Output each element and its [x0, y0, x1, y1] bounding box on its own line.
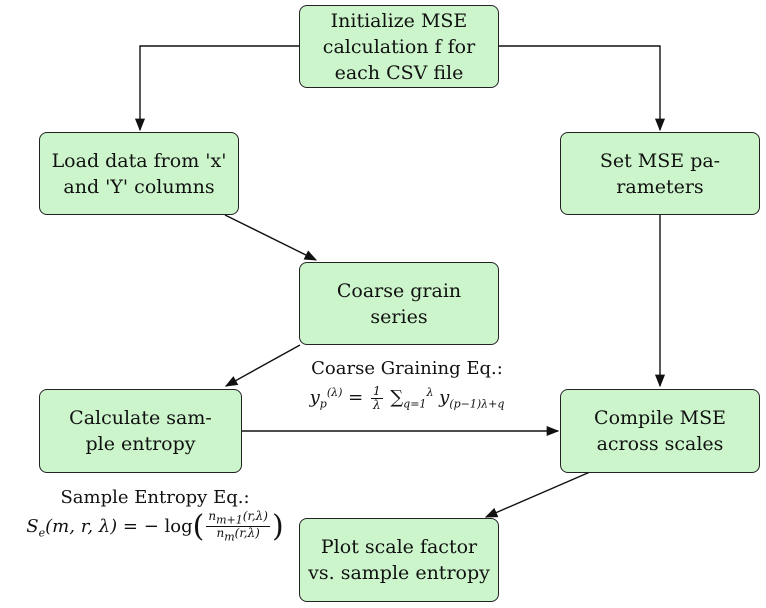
edge-init-load [134, 45, 299, 132]
node-line: vs. sample entropy [308, 562, 490, 584]
node-line: across scales [596, 433, 724, 455]
sample-entropy-annotation: Sample Entropy Eq.: Se(m, r, λ) = − log(… [20, 486, 290, 545]
node-coarse-grain: Coarse grain series [299, 262, 499, 345]
edge-load-coarse [224, 214, 318, 261]
node-sample-entropy: Calculate sam- ple entropy [39, 389, 242, 473]
node-line: each CSV file [334, 61, 464, 84]
node-line: Set MSE pa- [599, 149, 721, 172]
edge-coarse-sampen [224, 344, 301, 387]
sample-entropy-formula: Se(m, r, λ) = − log(nm+1(r,λ)nm(r,λ)) [26, 508, 284, 544]
node-line: and 'Y' columns [63, 175, 215, 198]
node-line: Load data from 'x' [51, 149, 227, 172]
edge-init-params [499, 45, 666, 132]
node-line: Initialize MSE [330, 9, 468, 32]
node-plot-scale: Plot scale factor vs. sample entropy [299, 518, 499, 602]
node-compile-mse: Compile MSE across scales [560, 389, 760, 473]
edge-compile-plot [484, 471, 591, 518]
node-line: calculation f for [322, 35, 476, 58]
node-initialize-mse: Initialize MSE calculation f for each CS… [299, 5, 499, 88]
node-line: ple entropy [85, 433, 196, 455]
node-line: rameters [616, 175, 704, 198]
node-line: Plot scale factor [320, 536, 478, 558]
node-load-data: Load data from 'x' and 'Y' columns [39, 132, 239, 215]
node-line: Calculate sam- [69, 407, 212, 429]
coarse-graining-label: Coarse Graining Eq.: [311, 358, 503, 379]
node-set-params: Set MSE pa- rameters [560, 132, 760, 215]
node-line: Compile MSE [594, 407, 726, 429]
node-line: Coarse grain series [336, 279, 462, 328]
sample-entropy-label: Sample Entropy Eq.: [60, 487, 250, 508]
